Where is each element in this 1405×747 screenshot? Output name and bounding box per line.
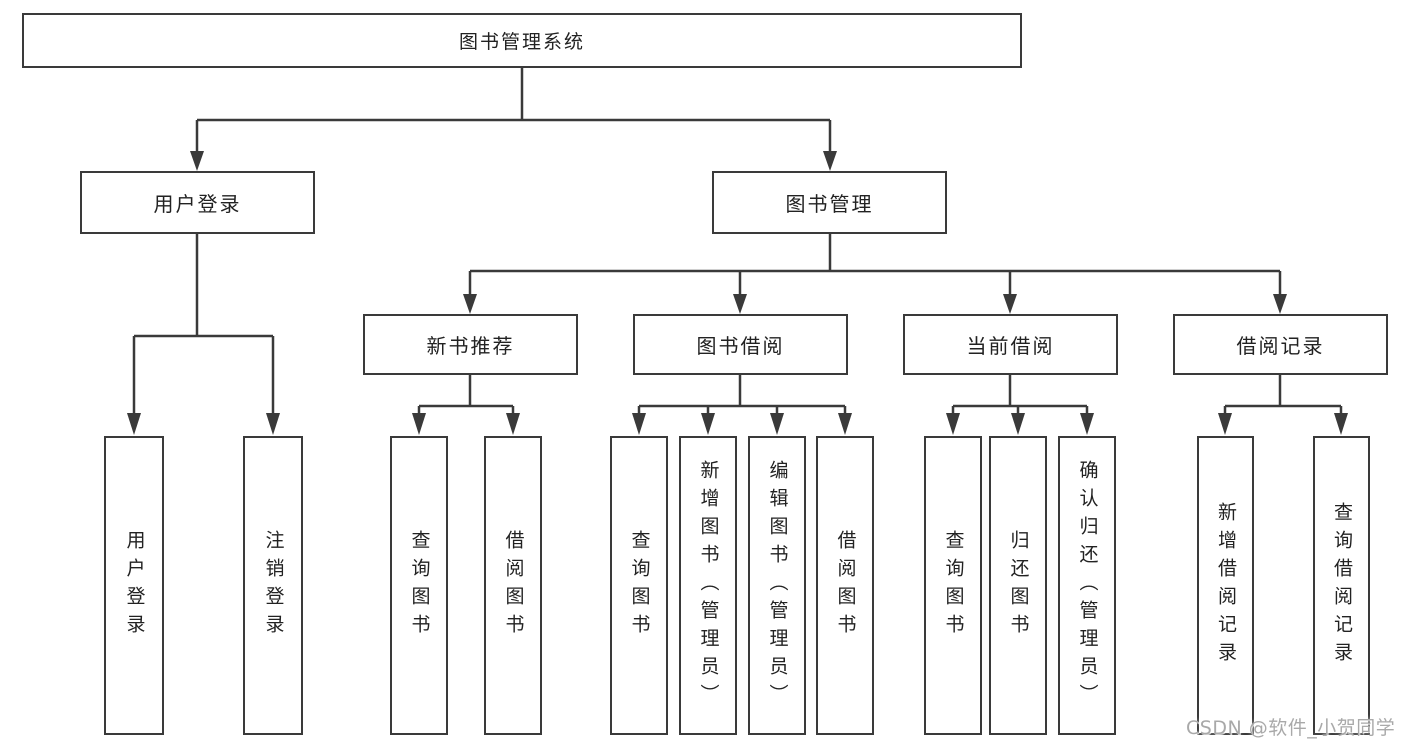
leaf-current-query-books: 查询图书: [924, 436, 982, 735]
leaf-add-books-admin: 新增图书（管理员）: [679, 436, 737, 735]
connector-book-borrow: [637, 375, 847, 419]
connector-book-mgmt: [468, 234, 1282, 296]
leaf-return-books: 归还图书: [989, 436, 1047, 735]
connector-current-borrow: [951, 375, 1089, 419]
leaf-edit-books-admin: 编辑图书（管理员）: [748, 436, 806, 735]
node-library-system: 图书管理系统: [22, 13, 1022, 68]
leaf-recommend-borrow-books: 借阅图书: [484, 436, 542, 735]
leaf-borrow-query-books: 查询图书: [610, 436, 668, 735]
connector-user-login: [132, 234, 275, 418]
leaf-query-borrow-record: 查询借阅记录: [1313, 436, 1370, 735]
connector-new-book: [417, 375, 515, 419]
node-borrow-record: 借阅记录: [1173, 314, 1388, 375]
node-book-borrow: 图书借阅: [633, 314, 848, 375]
leaf-logout: 注销登录: [243, 436, 303, 735]
node-current-borrow: 当前借阅: [903, 314, 1118, 375]
leaf-add-borrow-record: 新增借阅记录: [1197, 436, 1254, 735]
connector-borrow-record: [1223, 375, 1343, 419]
arrowheads: [127, 151, 1348, 435]
node-user-login: 用户登录: [80, 171, 315, 234]
leaf-borrow-books: 借阅图书: [816, 436, 874, 735]
leaf-confirm-return-admin: 确认归还（管理员）: [1058, 436, 1116, 735]
leaf-user-login: 用户登录: [104, 436, 164, 735]
leaf-recommend-query-books: 查询图书: [390, 436, 448, 735]
node-new-book-recommend: 新书推荐: [363, 314, 578, 375]
node-book-management: 图书管理: [712, 171, 947, 234]
connector-root: [195, 68, 832, 153]
csdn-watermark: CSDN @软件_小贺同学: [1186, 717, 1396, 739]
